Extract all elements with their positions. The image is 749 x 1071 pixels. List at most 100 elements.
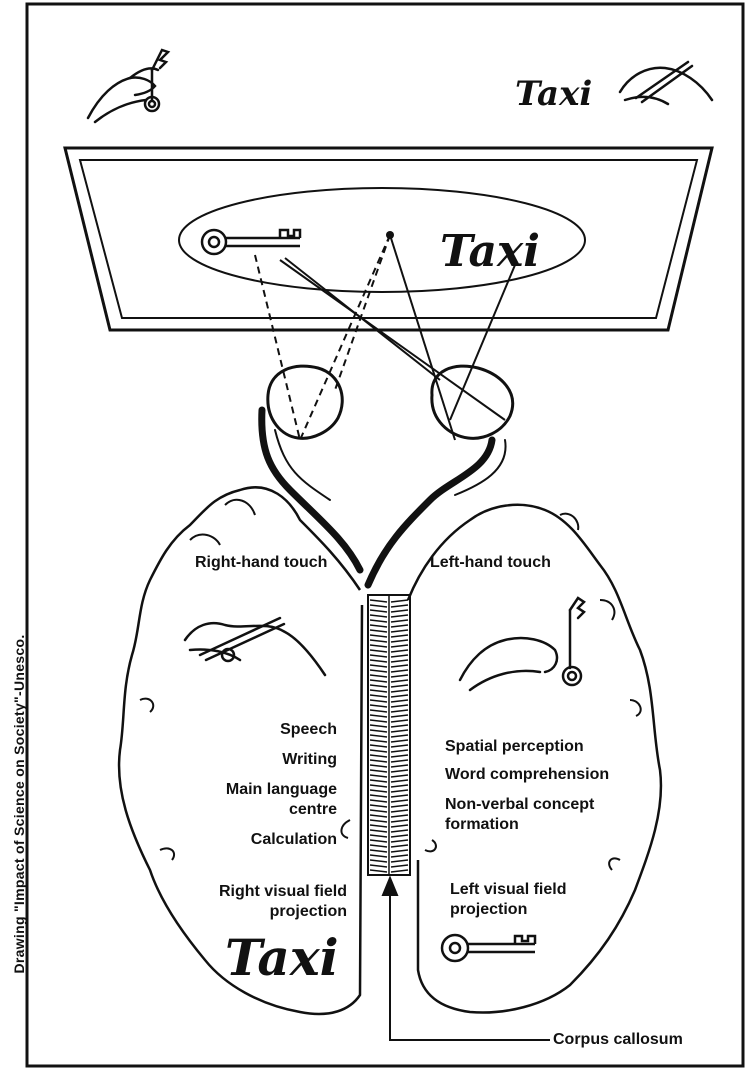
callosum-hatch-line [370,685,387,687]
callosum-hatch-line [370,700,387,702]
callosum-hatch-line [370,695,387,697]
callosum-hatch-line [391,865,408,867]
callosum-hatch-line [391,650,408,652]
callosum-hatch-line [370,735,387,737]
callosum-hatch-line [391,600,408,602]
callosum-hatch-line [391,735,408,737]
callosum-hatch-line [391,670,408,672]
label-non-verbal-formation: formation [445,815,519,835]
callosum-hatch-line [370,800,387,802]
callosum-hatch-line [370,865,387,867]
label-left-visual-projection: projection [450,900,527,920]
callosum-hatch-line [370,705,387,707]
callosum-hatch-line [391,665,408,667]
callosum-hatch-line [370,795,387,797]
callosum-hatch-line [391,730,408,732]
callosum-hatch-line [391,760,408,762]
callosum-hatch-line [370,640,387,642]
label-right-visual-projection: projection [200,902,347,922]
callosum-hatch-line [370,855,387,857]
key-icon [202,230,300,254]
callosum-hatch-line [370,620,387,622]
callosum-hatch-line [370,755,387,757]
callosum-hatch-line [391,680,408,682]
label-non-verbal: Non-verbal concept [445,795,594,815]
callosum-hatch-line [391,820,408,822]
label-main-language: Main language [150,780,337,800]
callosum-hatch-line [370,630,387,632]
callosum-hatch-line [391,815,408,817]
callosum-hatch-line [370,830,387,832]
callosum-hatch-line [370,670,387,672]
label-calculation: Calculation [200,830,337,850]
callosum-hatch-line [391,805,408,807]
callosum-hatch-line [391,685,408,687]
callosum-hatch-line [370,675,387,677]
taxi-written-bottom: Taxi [225,928,339,987]
callosum-hatch-line [391,630,408,632]
callosum-hatch-line [391,750,408,752]
callosum-hatch-line [391,635,408,637]
callosum-hatch-line [370,710,387,712]
callosum-hatch-line [370,760,387,762]
callosum-hatch-line [391,675,408,677]
callosum-hatch-line [391,785,408,787]
callosum-hatch-line [370,690,387,692]
hand-pen-icon [185,618,325,675]
callosum-hatch-line [370,745,387,747]
figure-frame [27,4,743,1066]
callosum-hatch-line [370,650,387,652]
callosum-hatch-line [370,715,387,717]
callosum-hatch-line [391,780,408,782]
callosum-hatch-line [391,645,408,647]
callosum-hatch-line [391,655,408,657]
callosum-hatch-line [391,800,408,802]
drawing-credit: Drawing "Impact of Science on Society"-U… [11,614,29,994]
callosum-hatch-line [391,695,408,697]
label-speech: Speech [200,720,337,740]
callosum-hatch-line [370,810,387,812]
callosum-hatch-line [370,645,387,647]
callosum-hatch-line [391,870,408,872]
callosum-hatch-line [391,705,408,707]
callosum-hatch-line [370,600,387,602]
callosum-hatch-line [391,725,408,727]
taxi-written-top: Taxi [515,74,592,114]
callosum-hatch-line [370,660,387,662]
callosum-hatch-line [370,845,387,847]
callosum-hatch-line [370,825,387,827]
callosum-hatch-line [370,860,387,862]
callosum-hatch-line [370,805,387,807]
callosum-hatch-line [391,765,408,767]
callosum-hatch-line [391,610,408,612]
callosum-hatch-line [370,605,387,607]
callosum-hatch-line [391,755,408,757]
callosum-hatch-line [370,780,387,782]
callosum-hatch-line [391,810,408,812]
callosum-hatch-line [391,605,408,607]
callosum-hatch-line [391,700,408,702]
callosum-hatch-line [370,750,387,752]
label-spatial-perception: Spatial perception [445,737,584,757]
callosum-hatch-line [391,850,408,852]
label-left-hand-touch: Left-hand touch [430,553,551,573]
callosum-hatch-line [391,660,408,662]
callosum-hatch-line [391,615,408,617]
callosum-hatch-line [391,855,408,857]
callosum-hatch-line [370,680,387,682]
callosum-hatch-line [391,860,408,862]
callosum-hatch-line [370,850,387,852]
key-bottom-icon [442,935,535,961]
hand-writing-icon [620,62,712,104]
callosum-hatch-line [370,725,387,727]
callosum-hatch-line [391,690,408,692]
callosum-hatch-line [391,840,408,842]
callosum-hatch-line [391,620,408,622]
callosum-hatch-line [391,835,408,837]
callosum-hatch-line [370,775,387,777]
callosum-hatch-line [391,770,408,772]
callosum-hatch-line [391,745,408,747]
label-corpus-callosum: Corpus callosum [553,1030,683,1050]
callosum-hatch-line [370,720,387,722]
